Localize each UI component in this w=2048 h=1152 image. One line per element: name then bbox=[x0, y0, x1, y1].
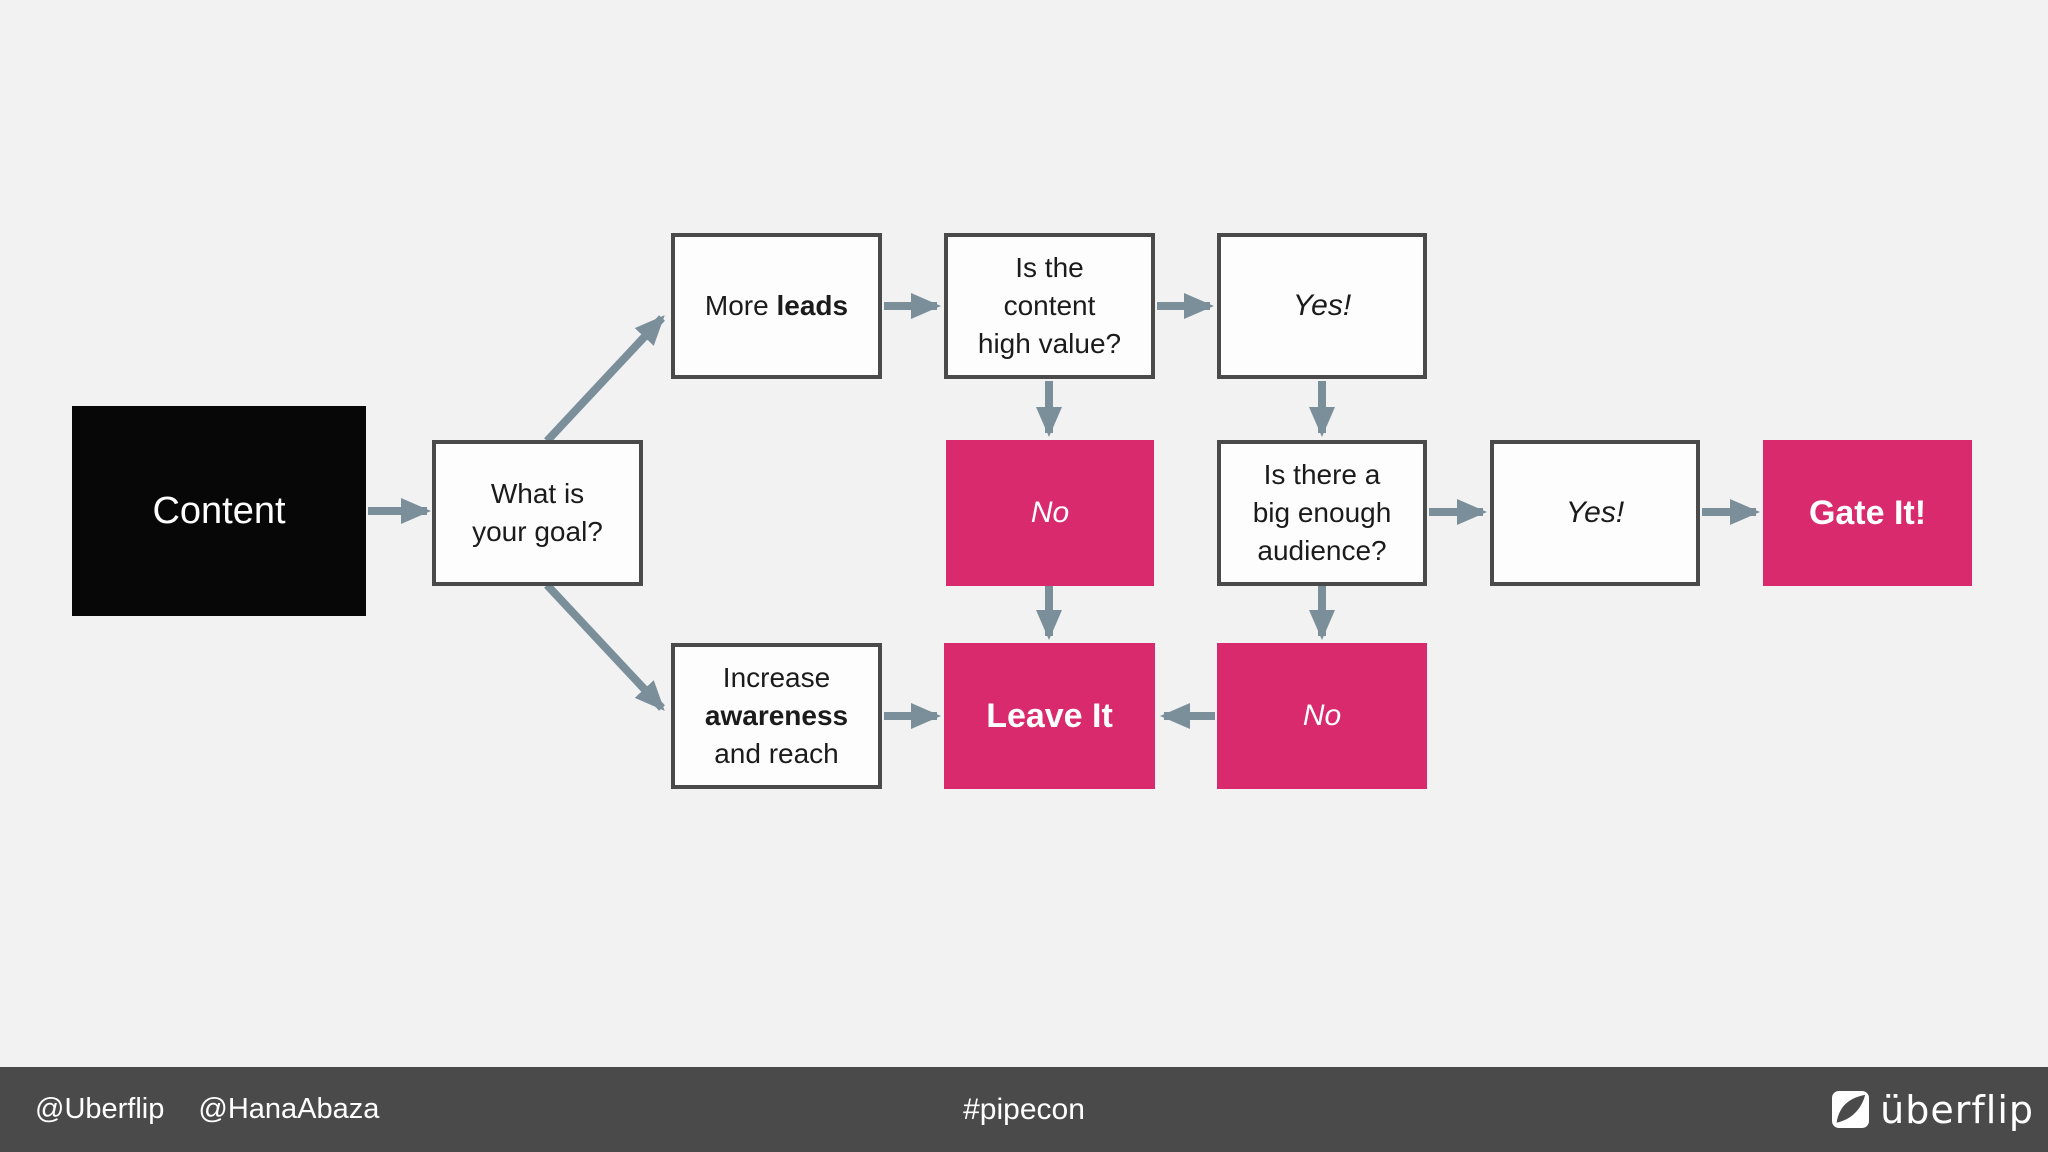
node-big-enough-audience: Is there a big enough audience? bbox=[1217, 440, 1427, 586]
node-content-label: Content bbox=[152, 490, 286, 532]
yes-top-label: Yes! bbox=[1292, 289, 1352, 322]
node-no-audience: No bbox=[1217, 643, 1427, 789]
node-increase-awareness: Increase awareness and reach bbox=[671, 643, 882, 789]
node-yes-high-value: Yes! bbox=[1217, 233, 1427, 379]
footer-bar: @Uberflip @HanaAbaza #pipecon überflip bbox=[0, 1067, 2048, 1152]
awareness-line-1: Increase bbox=[722, 662, 831, 693]
uberflip-logo-text: überflip bbox=[1880, 1087, 2034, 1132]
footer-hashtag: #pipecon bbox=[963, 1092, 1085, 1126]
node-what-is-your-goal: What is your goal? bbox=[432, 440, 643, 586]
footer-handles: @Uberflip @HanaAbaza bbox=[35, 1067, 379, 1152]
high-value-line-1: Is the bbox=[1015, 252, 1084, 283]
node-content: Content bbox=[72, 406, 366, 616]
no-mid-label: No bbox=[1030, 496, 1070, 529]
handle-uberflip: @Uberflip bbox=[35, 1093, 165, 1125]
yes-right-label: Yes! bbox=[1565, 496, 1625, 529]
awareness-line-2-bold: awareness bbox=[704, 700, 849, 731]
high-value-line-2: content bbox=[1003, 290, 1096, 321]
audience-line-3: audience? bbox=[1257, 535, 1387, 566]
goal-line-2: your goal? bbox=[472, 516, 603, 547]
gate-it-label: Gate It! bbox=[1808, 494, 1927, 532]
more-leads-bold: leads bbox=[776, 290, 849, 321]
node-leave-it: Leave It bbox=[944, 643, 1155, 789]
node-no-high-value: No bbox=[946, 440, 1154, 586]
more-leads-label: More leads bbox=[705, 287, 848, 325]
awareness-line-3: and reach bbox=[714, 738, 839, 769]
audience-line-2: big enough bbox=[1252, 497, 1392, 528]
leave-it-label: Leave It bbox=[986, 697, 1113, 735]
node-more-leads: More leads bbox=[671, 233, 882, 379]
high-value-line-3: high value? bbox=[977, 328, 1122, 359]
node-gate-it: Gate It! bbox=[1763, 440, 1972, 586]
goal-line-1: What is bbox=[490, 478, 585, 509]
more-leads-prefix: More bbox=[704, 290, 769, 321]
arrow-goal-to-awareness bbox=[544, 582, 665, 711]
uberflip-logo: überflip bbox=[1832, 1067, 2034, 1152]
node-yes-audience: Yes! bbox=[1490, 440, 1700, 586]
audience-line-1: Is there a bbox=[1263, 459, 1381, 490]
arrow-goal-to-more-leads bbox=[544, 315, 665, 444]
no-bottom-label: No bbox=[1302, 699, 1342, 732]
handle-hanaabaza: @HanaAbaza bbox=[198, 1093, 380, 1125]
uberflip-logo-icon bbox=[1832, 1091, 1870, 1128]
node-is-content-high-value: Is the content high value? bbox=[944, 233, 1155, 379]
